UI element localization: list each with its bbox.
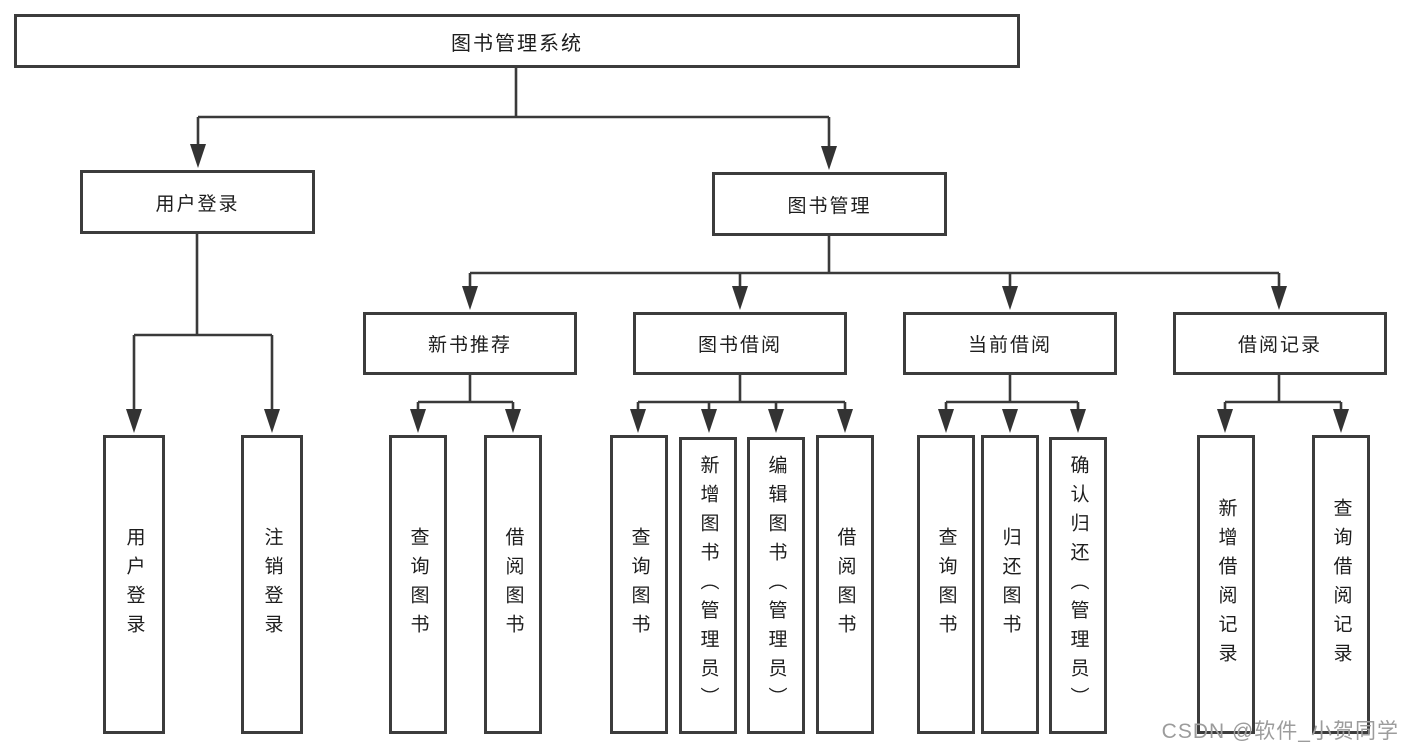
node-book-management-module-label: 图书管理	[787, 195, 872, 217]
leaf-confirm-return-admin: 确认归还（管理员）	[1049, 437, 1107, 734]
leaf-user-login: 用户登录	[103, 435, 165, 734]
node-borrowing-records-label: 借阅记录	[1237, 335, 1322, 356]
leaf-logout: 注销登录	[241, 435, 303, 734]
leaf-confirm-return-admin-label: 确认归还（管理员）	[1067, 455, 1089, 716]
leaf-borrow-borrow-books-label: 借阅图书	[834, 526, 856, 643]
leaf-add-borrow-record-label: 新增借阅记录	[1215, 497, 1237, 672]
leaf-return-books: 归还图书	[981, 435, 1039, 734]
leaf-query-borrow-record: 查询借阅记录	[1312, 435, 1370, 734]
leaf-user-login-label: 用户登录	[123, 526, 145, 643]
leaf-newbook-query-books: 查询图书	[389, 435, 447, 734]
leaf-edit-book-admin-label: 编辑图书（管理员）	[765, 455, 787, 716]
watermark: CSDN @软件_小贺同学	[1161, 720, 1399, 743]
leaf-borrow-borrow-books: 借阅图书	[816, 435, 874, 734]
node-new-book-recommend: 新书推荐	[363, 312, 577, 375]
leaf-borrow-query-books-label: 查询图书	[628, 526, 650, 643]
leaf-logout-label: 注销登录	[261, 526, 283, 643]
leaf-newbook-borrow-books: 借阅图书	[484, 435, 542, 734]
leaf-newbook-query-books-label: 查询图书	[407, 526, 429, 643]
node-root-system-label: 图书管理系统	[451, 32, 583, 55]
leaf-newbook-borrow-books-label: 借阅图书	[502, 526, 524, 643]
leaf-borrow-query-books: 查询图书	[610, 435, 668, 734]
node-book-management-module: 图书管理	[712, 172, 947, 236]
node-borrowing-records: 借阅记录	[1173, 312, 1387, 375]
node-book-borrowing-label: 图书借阅	[697, 335, 782, 356]
leaf-add-book-admin-label: 新增图书（管理员）	[697, 455, 719, 716]
leaf-query-borrow-record-label: 查询借阅记录	[1330, 497, 1352, 672]
leaf-add-borrow-record: 新增借阅记录	[1197, 435, 1255, 734]
node-root-system: 图书管理系统	[14, 14, 1020, 68]
node-current-borrowing-label: 当前借阅	[967, 335, 1052, 356]
node-user-login-module-label: 用户登录	[155, 193, 240, 215]
leaf-edit-book-admin: 编辑图书（管理员）	[747, 437, 805, 734]
leaf-return-books-label: 归还图书	[999, 526, 1021, 643]
leaf-current-query-books: 查询图书	[917, 435, 975, 734]
leaf-current-query-books-label: 查询图书	[935, 526, 957, 643]
node-user-login-module: 用户登录	[80, 170, 315, 234]
node-new-book-recommend-label: 新书推荐	[427, 335, 512, 356]
node-current-borrowing: 当前借阅	[903, 312, 1117, 375]
leaf-add-book-admin: 新增图书（管理员）	[679, 437, 737, 734]
node-book-borrowing: 图书借阅	[633, 312, 847, 375]
